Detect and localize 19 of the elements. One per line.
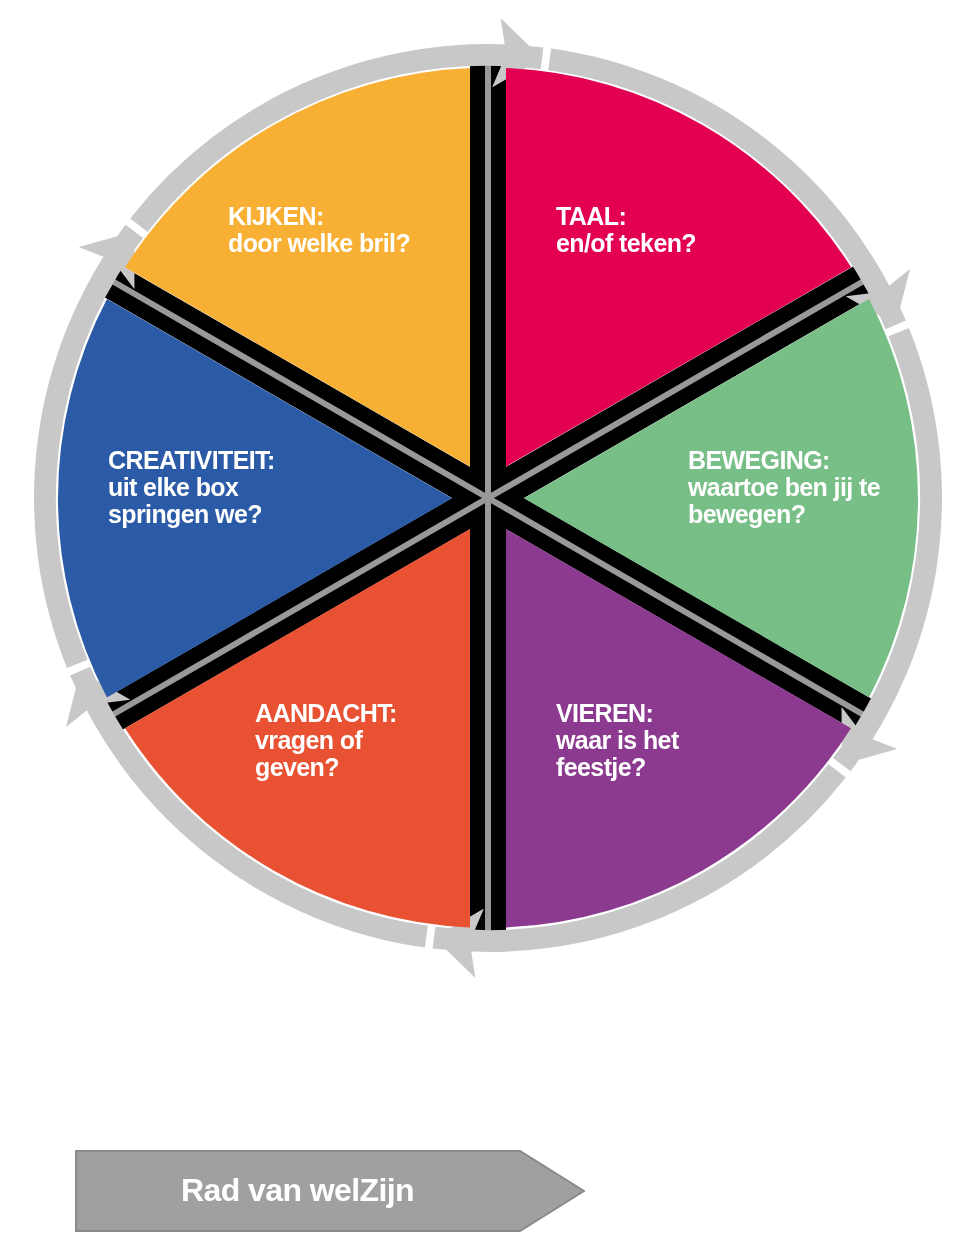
segment-heading: VIEREN: bbox=[556, 700, 655, 727]
segment-question: en/of teken? bbox=[556, 230, 698, 257]
segment-heading: CREATIVITEIT: bbox=[108, 447, 276, 474]
segment-heading: AANDACHT: bbox=[255, 700, 398, 727]
segment-question: uit elke box springen we? bbox=[108, 474, 263, 528]
cycle-arrow bbox=[34, 225, 144, 668]
segment-question: waartoe ben jij te bewegen? bbox=[688, 474, 882, 528]
segment-question: door welke bril? bbox=[228, 230, 412, 257]
segment-heading: BEWEGING: bbox=[688, 447, 831, 474]
cycle-arrow bbox=[832, 328, 942, 771]
cycle-arrow bbox=[547, 48, 907, 330]
cycle-arrow bbox=[130, 20, 543, 233]
cycle-arrow bbox=[69, 666, 429, 948]
cycle-arrow bbox=[433, 763, 846, 976]
segment-heading: TAAL: bbox=[556, 203, 628, 230]
banner-title: Rad van welZijn bbox=[181, 1172, 414, 1208]
segment-question: waar is het feestje? bbox=[556, 727, 680, 781]
segment-heading: KIJKEN: bbox=[228, 203, 325, 230]
segment-question: vragen of geven? bbox=[255, 727, 364, 781]
